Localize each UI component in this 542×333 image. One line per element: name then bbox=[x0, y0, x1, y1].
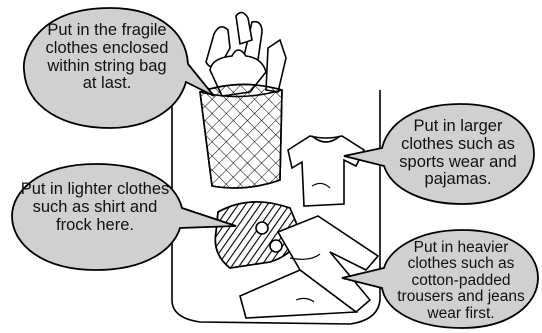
string-bag-icon bbox=[200, 12, 286, 188]
callout-heavier-text: Put in heavier clothes such as cotton-pa… bbox=[387, 240, 535, 322]
callout-larger-text: Put in larger clothes such as sports wea… bbox=[392, 118, 524, 189]
callout-lighter-text: Put in lighter clothes such as shirt and… bbox=[20, 181, 170, 234]
tshirt-icon bbox=[288, 136, 364, 206]
callout-fragile-text: Put in the fragile clothes enclosed with… bbox=[43, 22, 171, 93]
